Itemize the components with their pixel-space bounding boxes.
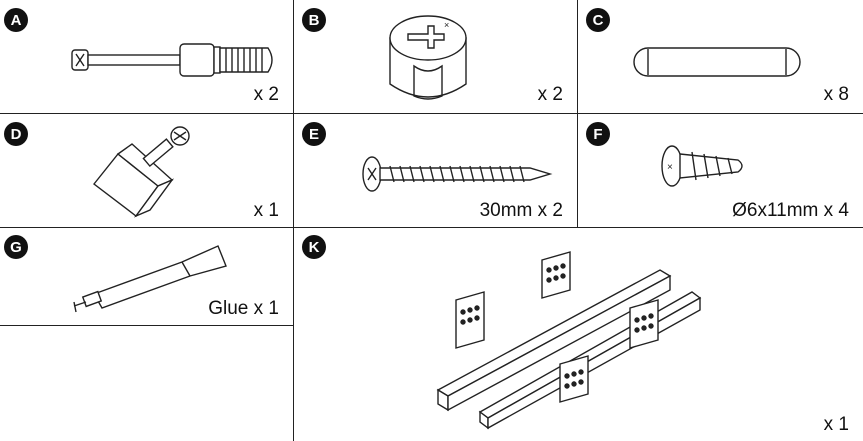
part-cell-g: G Glue x 1	[0, 228, 293, 325]
part-cell-c: C x 8	[578, 0, 863, 113]
drawer-runners-icon	[436, 251, 702, 430]
grid-line	[0, 113, 863, 114]
grid-line	[293, 0, 294, 441]
part-cell-b: B × x 2	[294, 0, 577, 113]
part-label-badge: F	[586, 122, 610, 146]
part-label-badge: D	[4, 122, 28, 146]
quantity-label: x 8	[823, 84, 849, 105]
quantity-label: Glue x 1	[208, 298, 279, 319]
quantity-label: 30mm x 2	[479, 200, 563, 221]
part-cell-k: K x 1	[294, 228, 863, 441]
part-label-badge: E	[302, 122, 326, 146]
wooden-dowel-icon	[633, 47, 801, 77]
grid-line	[0, 325, 293, 326]
part-label-badge: A	[4, 8, 28, 32]
quantity-label: x 2	[537, 84, 563, 105]
svg-text:×: ×	[667, 162, 673, 173]
part-label-badge: B	[302, 8, 326, 32]
grid-line	[577, 0, 578, 227]
part-cell-d: D x 1	[0, 114, 293, 227]
quantity-label: Ø6x11mm x 4	[732, 200, 849, 221]
cam-bolt-icon	[71, 43, 273, 77]
quantity-label: x 1	[823, 414, 849, 435]
part-cell-a: A x 2	[0, 0, 293, 113]
glue-tube-icon	[73, 245, 227, 313]
quantity-label: x 1	[253, 200, 279, 221]
cam-lock-icon: ×	[389, 15, 467, 100]
part-label-badge: C	[586, 8, 610, 32]
svg-text:×: ×	[444, 20, 449, 30]
part-label-badge: K	[302, 235, 326, 259]
grid-line	[0, 227, 863, 228]
corner-bracket-icon	[93, 126, 190, 218]
quantity-label: x 2	[253, 84, 279, 105]
wood-screw-icon	[362, 156, 553, 192]
part-label-badge: G	[4, 235, 28, 259]
euro-screw-icon: ×	[661, 145, 743, 187]
part-cell-e: E 30mm x 2	[294, 114, 577, 227]
part-cell-f: F × Ø6x11mm x 4	[578, 114, 863, 227]
